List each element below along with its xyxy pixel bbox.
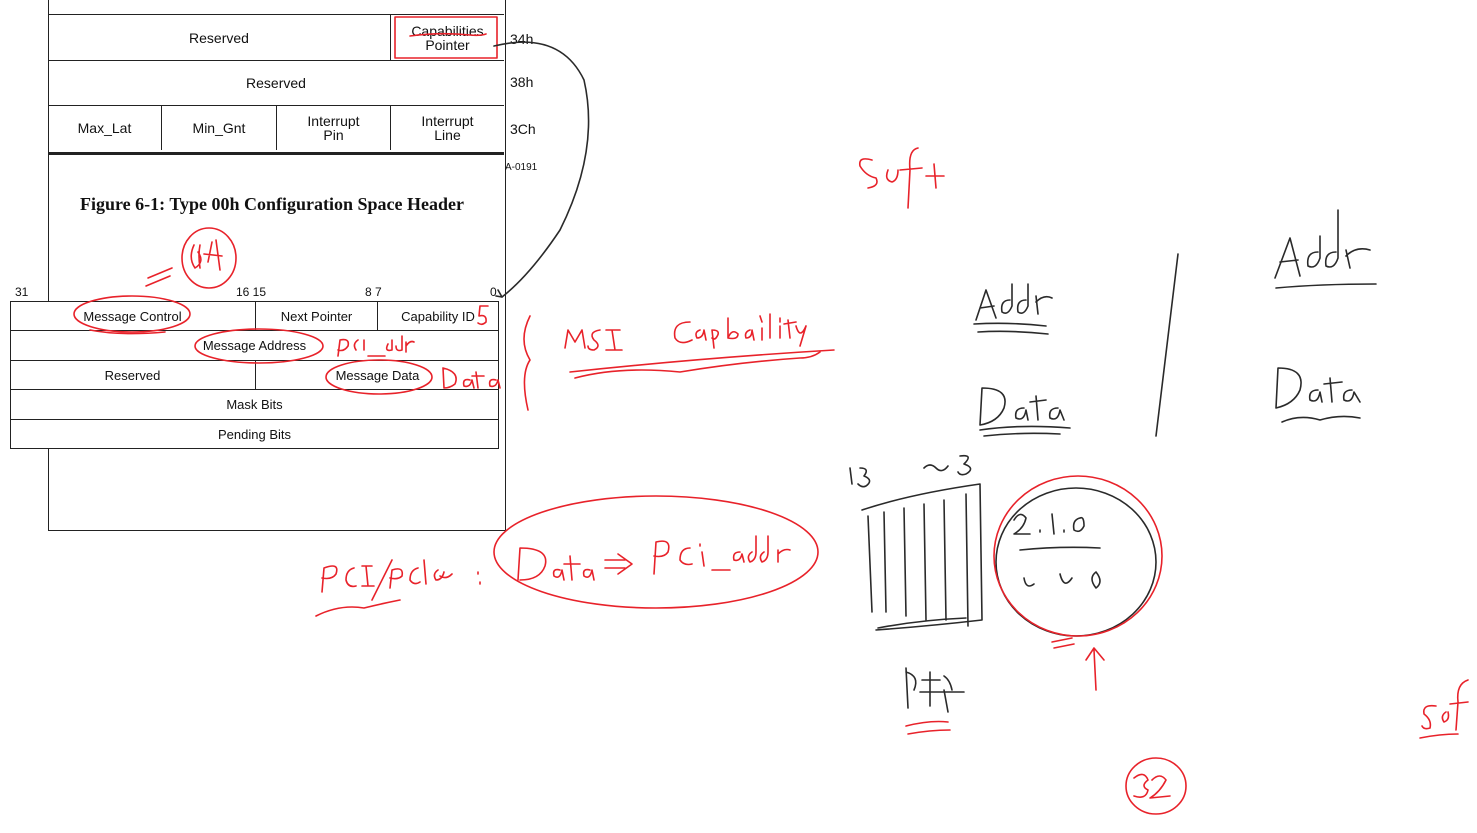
cell-label: Capabilities Pointer: [411, 23, 484, 53]
cell-label: Capability ID: [401, 308, 475, 324]
cell-label: Next Pointer: [280, 308, 353, 324]
msi-pending-bits: Pending Bits: [10, 420, 499, 448]
cell-label: Reserved: [104, 367, 161, 383]
cell-label: Message Address: [202, 338, 307, 353]
cell-label: Min_Gnt: [192, 120, 246, 136]
msi-capability-id: Capability ID: [378, 302, 498, 331]
cell-interrupt-pin: Interrupt Pin: [277, 106, 391, 150]
low-bits-red-circle: [993, 475, 1163, 637]
cell-label: Max_Lat: [77, 120, 132, 136]
bit-label-0: 0: [490, 285, 497, 299]
cell-min-gnt: Min_Gnt: [162, 106, 277, 150]
cell-reserved-38h: Reserved: [48, 61, 504, 105]
offset-label: 34h: [510, 31, 534, 47]
cell-label: Reserved: [189, 30, 249, 46]
offset-label: 38h: [510, 74, 534, 90]
cell-interrupt-line: Interrupt Line: [391, 106, 504, 150]
header-row-38h: [48, 60, 504, 106]
bit-label-8-7: 8 7: [365, 285, 382, 299]
brace-mark: [523, 315, 531, 411]
msi-message-address: Message Address: [10, 331, 499, 361]
up-arrow: [1085, 647, 1105, 691]
cell-label: Message Control: [83, 308, 182, 324]
cell-max-lat: Max_Lat: [48, 106, 162, 150]
offset-label: 3Ch: [510, 121, 536, 137]
register-box: [861, 483, 983, 631]
msi-next-pointer: Next Pointer: [256, 302, 378, 331]
cell-label: Message Data: [335, 367, 420, 383]
bit-label-31: 31: [15, 285, 29, 299]
data-to-pci-addr-circle: [493, 495, 819, 609]
divider-stroke: [1155, 253, 1179, 437]
cell-label: Pending Bits: [218, 426, 291, 442]
low-bits-circle: [995, 487, 1157, 637]
msi-message-data: Message Data: [256, 361, 499, 390]
cell-label: Interrupt Pin: [307, 113, 360, 143]
msi-reserved: Reserved: [10, 361, 256, 390]
header-row-34h: [48, 14, 504, 61]
header-row-3ch: [48, 105, 504, 155]
cell-capabilities-pointer: Capabilities Pointer: [391, 15, 504, 61]
cell-label: Reserved: [246, 75, 306, 91]
doc-id: A-0191: [505, 162, 538, 173]
figure-caption: Figure 6-1: Type 00h Configuration Space…: [80, 194, 464, 214]
bit-label-16-15: 16 15: [236, 285, 267, 299]
cell-reserved-34h: Reserved: [48, 15, 391, 61]
cell-label: Mask Bits: [226, 397, 283, 412]
msi-message-control: Message Control: [10, 302, 256, 331]
msi-mask-bits: Mask Bits: [10, 390, 499, 420]
number-32-circle: [1125, 757, 1187, 815]
cell-label: Interrupt Line: [421, 113, 474, 143]
